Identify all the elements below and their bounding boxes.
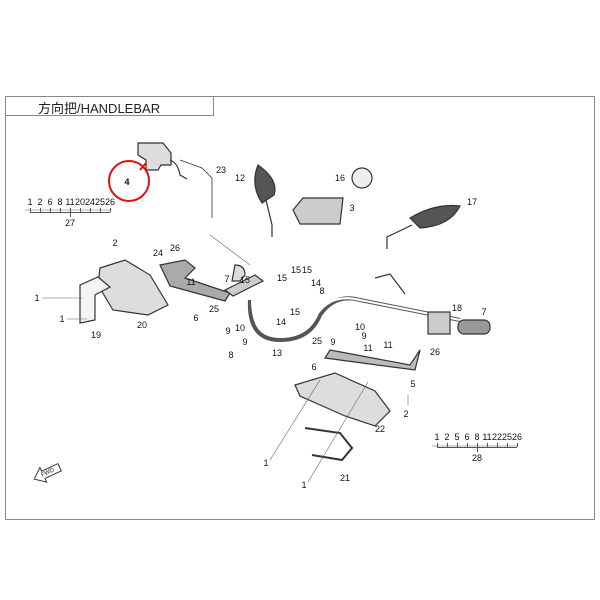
group-member: 1	[434, 432, 440, 442]
group-member: 11	[482, 432, 492, 442]
callout-1: 1	[263, 458, 269, 468]
callout-12: 12	[234, 173, 246, 183]
callout-9: 9	[361, 331, 367, 341]
callout-15: 15	[289, 307, 301, 317]
callout-15: 15	[239, 275, 251, 285]
group-member: 1	[27, 197, 33, 207]
title-box	[5, 96, 214, 116]
callout-2: 2	[403, 409, 409, 419]
support-24	[159, 259, 231, 302]
callout-19: 19	[90, 330, 102, 340]
group-member: 8	[474, 432, 480, 442]
callout-4: 4	[124, 177, 130, 187]
group-member: 22	[491, 432, 503, 442]
grip-7	[457, 319, 491, 335]
callout-1: 1	[34, 293, 40, 303]
callout-15: 15	[301, 265, 313, 275]
callout-9: 9	[330, 337, 336, 347]
callout-1: 1	[59, 314, 65, 324]
highlight-circle	[108, 160, 150, 202]
callout-22: 22	[374, 424, 386, 434]
callout-13: 13	[271, 348, 283, 358]
cover-3	[292, 197, 344, 225]
group-member: 8	[57, 197, 63, 207]
group-member: 11	[65, 197, 75, 207]
callout-11: 11	[383, 340, 393, 350]
callout-1: 1	[301, 480, 307, 490]
callout-15: 15	[290, 265, 302, 275]
callout-18: 18	[451, 303, 463, 313]
mirror-right	[409, 204, 461, 229]
group-member: 6	[47, 197, 53, 207]
callout-6: 6	[311, 362, 317, 372]
callout-21: 21	[339, 473, 351, 483]
group-member: 2	[37, 197, 43, 207]
group-member: 24	[84, 197, 96, 207]
callout-25: 25	[311, 336, 323, 346]
mirror-left	[254, 164, 276, 204]
callout-14: 14	[310, 278, 322, 288]
callout-20: 20	[136, 320, 148, 330]
callout-9: 9	[242, 337, 248, 347]
group-member: 6	[464, 432, 470, 442]
callout-11: 11	[363, 343, 373, 353]
callout-8: 8	[319, 286, 325, 296]
group-member: 26	[511, 432, 523, 442]
cable-23	[179, 159, 213, 218]
callout-10: 10	[234, 323, 246, 333]
callout-25: 25	[208, 304, 220, 314]
callout-9: 9	[225, 326, 231, 336]
fwd-arrow-icon	[33, 462, 62, 483]
callout-17: 17	[466, 197, 478, 207]
handguard-right	[294, 372, 391, 427]
callout-14: 14	[275, 317, 287, 327]
switch-18	[427, 311, 451, 335]
switch-wire	[169, 159, 188, 180]
callout-7: 7	[481, 307, 487, 317]
assembly-number: 27	[64, 218, 76, 228]
callout-2: 2	[112, 238, 118, 248]
callout-24: 24	[152, 248, 164, 258]
group-member: 26	[104, 197, 116, 207]
bracket-5	[323, 349, 421, 371]
callout-8: 8	[228, 350, 234, 360]
callout-6: 6	[193, 313, 199, 323]
callout-11: 11	[186, 277, 196, 287]
handguard-bracket-19	[79, 276, 112, 324]
diagram-frame	[5, 96, 595, 520]
group-member: 2	[444, 432, 450, 442]
callout-7: 7	[224, 274, 230, 284]
cap-16	[351, 167, 373, 189]
assembly-number: 28	[471, 453, 483, 463]
page-title: 方向把/HANDLEBAR	[38, 101, 161, 116]
callout-10: 10	[354, 322, 366, 332]
callout-15: 15	[276, 273, 288, 283]
group-member: 25	[94, 197, 106, 207]
callout-26: 26	[169, 243, 181, 253]
handguard-bracket-21	[304, 427, 354, 462]
callout-26: 26	[429, 347, 441, 357]
callout-23: 23	[215, 165, 227, 175]
callout-16: 16	[334, 173, 346, 183]
group-member: 20	[74, 197, 86, 207]
group-member: 5	[454, 432, 460, 442]
group-member: 25	[501, 432, 513, 442]
callout-3: 3	[349, 203, 355, 213]
callout-5: 5	[410, 379, 416, 389]
